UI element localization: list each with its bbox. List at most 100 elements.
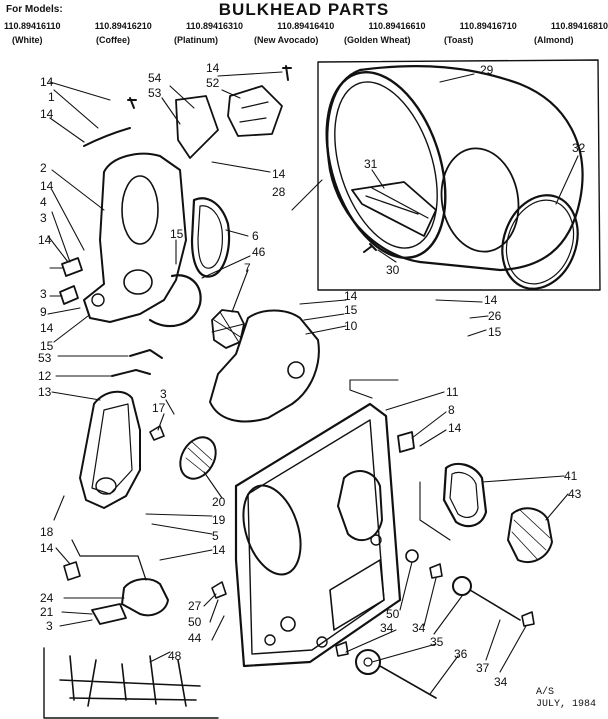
drum-screw: [363, 243, 377, 253]
callout-label: 13: [38, 385, 52, 399]
front-bulkhead-upper: [59, 152, 187, 323]
filter-20: [179, 436, 217, 480]
callout-label: 43: [568, 487, 582, 501]
callout-label: 34: [412, 621, 426, 635]
model-number: 110.89416210: [94, 21, 152, 31]
callout-label: 7: [244, 261, 251, 275]
door-parts: [442, 462, 553, 563]
callout-label: 41: [564, 469, 578, 483]
seal-6: [190, 197, 231, 278]
roller-35-upper: [452, 576, 472, 596]
roller-34-right: [521, 611, 535, 627]
bulkhead-11-hole-b: [264, 634, 276, 646]
bulkhead-11-hole-c: [370, 534, 382, 546]
leader-lines: [47, 71, 579, 695]
part-18: [63, 561, 81, 581]
callout-label: 11: [446, 385, 459, 399]
model-color: (Platinum): [174, 35, 218, 45]
model-color: (Almond): [534, 35, 574, 45]
part-8: [397, 431, 415, 453]
roller-parts: [316, 549, 535, 699]
wiring-harness-48: [59, 655, 201, 707]
stamp-date: JULY, 1984: [535, 699, 596, 710]
part-53-lower: [129, 349, 163, 359]
callout-label: 15: [170, 227, 184, 241]
bulkhead-panel-2-hole: [123, 269, 153, 295]
roller-50-lower: [316, 636, 328, 648]
frame-41-inner: [449, 471, 479, 518]
callout-label: 46: [252, 245, 266, 259]
screw-52: [282, 65, 292, 81]
callout-label: 15: [344, 303, 358, 317]
bracket-52-slot: [239, 101, 269, 123]
bulkhead-11-hole-a: [280, 616, 296, 632]
callout-label: 12: [38, 369, 52, 383]
callout-label: 48: [168, 649, 182, 663]
duct-13-inner: [91, 403, 133, 495]
roller-35-lower: [355, 649, 381, 675]
drum-rim: [325, 70, 447, 260]
callout-label: 14: [206, 61, 220, 75]
frame-41: [442, 462, 488, 528]
model-number: 110.89416310: [185, 21, 244, 31]
callout-label: 14: [484, 293, 498, 307]
wire-1: [83, 127, 131, 147]
callout-label: 20: [212, 495, 226, 509]
motor-parts: [43, 539, 227, 719]
stamp-initials: A/S: [535, 687, 554, 698]
callout-label: 37: [476, 661, 490, 675]
model-number: 110.89416410: [277, 21, 335, 31]
callout-label: 27: [188, 599, 202, 613]
shaft-37: [469, 589, 521, 621]
callout-label: 1: [48, 90, 55, 104]
duct-parts: [79, 349, 217, 509]
callout-label: 14: [38, 233, 52, 247]
model-color: (White): [12, 35, 43, 45]
for-models-label: For Models:: [6, 4, 63, 15]
roller-34-lower: [335, 641, 349, 657]
callout-label: 29: [480, 63, 494, 77]
wire-run: [71, 539, 147, 581]
callout-label: 3: [160, 387, 167, 401]
callout-label: 26: [488, 309, 502, 323]
model-color: (Toast): [444, 35, 474, 45]
main-bulkhead: [234, 402, 415, 668]
bracket-52: [227, 85, 283, 137]
part-4: [61, 257, 83, 277]
roller-34-upper: [429, 563, 443, 579]
callout-label: 54: [148, 71, 162, 85]
callout-label: 5: [212, 529, 219, 543]
callout-label: 15: [40, 339, 54, 353]
lint-screen-43-mesh: [511, 509, 551, 561]
drum-rear-seal: [501, 194, 579, 290]
filter-20-mesh: [185, 441, 213, 475]
drum-inset-frame: [317, 59, 601, 291]
callout-label: 14: [40, 107, 54, 121]
callout-label: 34: [494, 675, 508, 689]
drum-rear-opening: [440, 147, 520, 253]
drum-rear-seal-inner: [505, 199, 575, 285]
drum-assembly: [317, 59, 601, 291]
callout-label: 14: [40, 541, 54, 555]
callout-label: 14: [448, 421, 462, 435]
callout-label: 9: [40, 305, 47, 319]
drum-baffle: [351, 181, 437, 237]
model-color: (Golden Wheat): [344, 35, 411, 45]
callout-label: 24: [40, 591, 54, 605]
model-number: 110.89416610: [368, 21, 426, 31]
bulkhead-panel-2-boss: [91, 293, 105, 307]
callout-label: 44: [188, 631, 202, 645]
callout-label: 3: [40, 211, 47, 225]
lint-screen-43: [507, 507, 553, 563]
bulkhead-11-door-seal: [337, 470, 383, 542]
seal-parts: [148, 197, 231, 328]
callout-label: 36: [454, 647, 468, 661]
motor-24: [121, 578, 169, 617]
shaft-36: [379, 665, 437, 699]
roller-35-lower-hub: [363, 657, 373, 667]
callout-label: 14: [272, 167, 286, 181]
callout-label: 28: [272, 185, 286, 199]
callout-label: 2: [40, 161, 47, 175]
drum-rim-inner: [334, 81, 438, 249]
bracket-54: [175, 95, 219, 159]
